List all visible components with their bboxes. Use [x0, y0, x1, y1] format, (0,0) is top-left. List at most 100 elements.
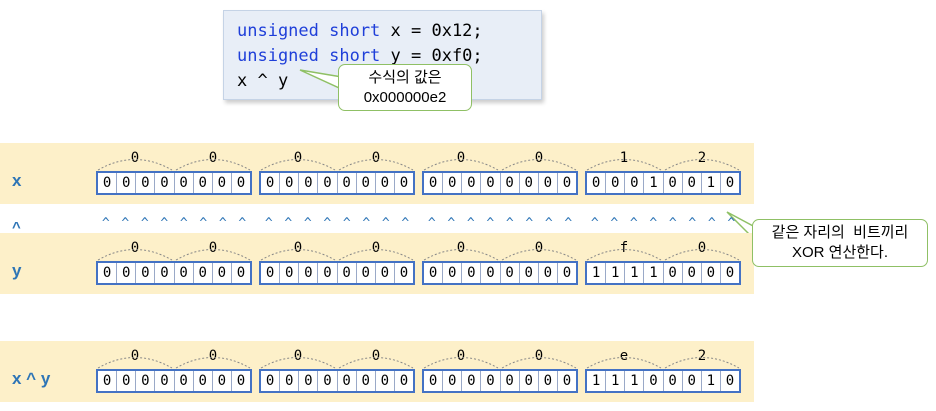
bit-cell: 0 [194, 173, 213, 193]
bit-cell: 0 [424, 173, 444, 193]
bit-cell: 0 [539, 173, 558, 193]
bit-cell: 0 [462, 263, 482, 283]
bit-cell: 0 [481, 173, 501, 193]
bit-cell: 0 [98, 371, 118, 391]
callout-expression-value: 수식의 값은 0x000000e2 [338, 64, 472, 111]
bit-cell: 0 [213, 173, 232, 193]
bit-cell: 0 [194, 263, 213, 283]
bit-cell: 0 [299, 371, 319, 391]
bit-cell: 0 [664, 371, 683, 391]
row-label-result: x ^ y [12, 369, 51, 388]
bit-cell: 0 [520, 263, 539, 283]
row-label-y: y [12, 261, 22, 280]
xor-operator-mark: ^ [505, 216, 514, 231]
xor-operator-mark: ^ [564, 216, 573, 231]
hex-digit: f [614, 240, 634, 256]
xor-operator-mark: ^ [668, 216, 677, 231]
bit-cell: 0 [481, 371, 501, 391]
bit-cell: 0 [481, 263, 501, 283]
hex-digit: 0 [288, 348, 308, 364]
code-snippet: unsigned short x = 0x12; unsigned short … [223, 10, 542, 100]
xor-operator-mark: ^ [160, 216, 169, 231]
bit-cell: 0 [443, 263, 463, 283]
bit-cell: 0 [261, 371, 281, 391]
xor-operator-mark: ^ [525, 216, 534, 231]
bit-cell: 0 [520, 371, 539, 391]
bit-cell: 0 [155, 263, 175, 283]
bit-cell: 0 [462, 371, 482, 391]
bit-cell: 0 [98, 263, 118, 283]
bit-cell: 0 [136, 371, 156, 391]
bit-cell: 0 [376, 371, 395, 391]
hex-digit: 0 [125, 240, 145, 256]
bit-cell: 0 [725, 373, 735, 389]
xor-operator-mark: ^ [427, 216, 436, 231]
hex-digit: 2 [692, 150, 712, 166]
bit-cell: 0 [117, 371, 137, 391]
xor-operator-mark: ^ [121, 216, 130, 231]
hex-digit: 2 [692, 348, 712, 364]
bit-cell: 0 [539, 371, 558, 391]
bit-cell: 0 [399, 175, 409, 191]
hex-digit: 0 [125, 150, 145, 166]
bit-cell: 1 [606, 263, 626, 283]
bit-cell: 0 [725, 265, 735, 281]
bit-cell: 0 [213, 371, 232, 391]
bit-cell: 0 [424, 371, 444, 391]
bit-cell: 0 [562, 373, 572, 389]
bit-cell: 0 [261, 263, 281, 283]
bit-cell: 0 [725, 175, 735, 191]
hex-digit: 0 [366, 150, 386, 166]
hex-digit: 0 [203, 240, 223, 256]
bit-cell: 0 [155, 371, 175, 391]
xor-operator-mark: ^ [218, 216, 227, 231]
code-line-1: unsigned short x = 0x12; [237, 21, 483, 41]
bit-cell: 0 [117, 173, 137, 193]
xor-operator-mark: ^ [238, 216, 247, 231]
code-line-2: unsigned short y = 0xf0; [237, 46, 483, 66]
bit-cell: 1 [702, 173, 721, 193]
bit-cell: 0 [462, 173, 482, 193]
xor-operator-mark: ^ [466, 216, 475, 231]
bit-cell: 0 [644, 371, 664, 391]
bit-cell: 0 [318, 371, 338, 391]
bit-cell: 0 [664, 173, 683, 193]
xor-operator-mark: ^ [264, 216, 273, 231]
bit-cell: 0 [357, 371, 376, 391]
bit-cell: 0 [280, 263, 300, 283]
bit-cell: 0 [443, 173, 463, 193]
bit-cell: 0 [399, 373, 409, 389]
callout-value-line1: 수식의 값은 [368, 69, 442, 86]
xor-operator-mark: ^ [140, 216, 149, 231]
code-line-3: x ^ y [237, 71, 289, 91]
hex-digit: 1 [614, 150, 634, 166]
bit-cell: 0 [683, 263, 702, 283]
bit-cell: 0 [357, 263, 376, 283]
callout-bitwise-xor: 같은 자리의 비트끼리 XOR 연산한다. [752, 219, 928, 267]
hex-digit: 0 [203, 150, 223, 166]
bit-cell: 0 [194, 371, 213, 391]
hex-digit: 0 [125, 348, 145, 364]
bit-cell: 0 [299, 263, 319, 283]
bit-cell: 0 [338, 263, 357, 283]
bit-cell: 0 [702, 263, 721, 283]
xor-operator-mark: ^ [179, 216, 188, 231]
xor-operator-mark: ^ [727, 216, 736, 231]
bit-cell: 0 [443, 371, 463, 391]
xor-operator-mark: ^ [447, 216, 456, 231]
bit-cell: 0 [213, 263, 232, 283]
bit-cell: 0 [175, 173, 194, 193]
bit-cell: 0 [280, 173, 300, 193]
bit-cell: 0 [357, 173, 376, 193]
bit-cell: 0 [376, 263, 395, 283]
hex-digit: e [614, 348, 634, 364]
bit-cell: 1 [625, 263, 645, 283]
